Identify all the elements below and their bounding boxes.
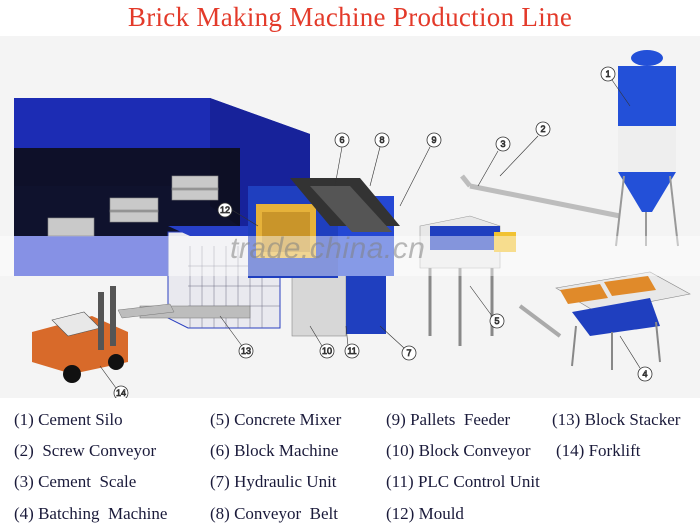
watermark-band bbox=[0, 236, 700, 276]
legend-item-4: (4) Batching Machine bbox=[14, 504, 168, 523]
legend-item-9: (9) Pallets Feeder bbox=[386, 410, 511, 429]
callout-6: 6 bbox=[339, 135, 344, 145]
concrete-mixer bbox=[419, 215, 516, 346]
production-line-illustration: 1 2 3 4 5 6 7 8 9 10 11 12 13 14 bbox=[0, 36, 700, 398]
callout-1: 1 bbox=[605, 69, 610, 79]
legend-item-10: (10) Block Conveyor bbox=[386, 441, 531, 460]
legend-item-1: (1) Cement Silo bbox=[14, 410, 123, 429]
legend-item-11: (11) PLC Control Unit bbox=[386, 472, 540, 491]
legend-item-12: (12) Mould bbox=[386, 504, 464, 523]
legend-item-14: (14) Forklift bbox=[556, 441, 641, 460]
callout-10: 10 bbox=[322, 346, 332, 356]
callout-14: 14 bbox=[116, 388, 126, 398]
diagram-title: Brick Making Machine Production Line bbox=[127, 2, 573, 32]
batching-machine bbox=[518, 271, 691, 370]
callout-12: 12 bbox=[220, 205, 230, 215]
legend: (1) Cement Silo (5) Concrete Mixer (9) P… bbox=[0, 400, 700, 529]
callout-9: 9 bbox=[431, 135, 436, 145]
forklift bbox=[32, 286, 175, 383]
legend-item-3: (3) Cement Scale bbox=[14, 472, 137, 491]
callout-7: 7 bbox=[406, 348, 411, 358]
legend-item-2: (2) Screw Conveyor bbox=[14, 441, 157, 460]
callout-3: 3 bbox=[500, 139, 505, 149]
watermark-text: trade.china.cn bbox=[230, 232, 426, 265]
callout-4: 4 bbox=[642, 369, 647, 379]
legend-item-6: (6) Block Machine bbox=[210, 441, 339, 460]
cement-silo bbox=[615, 50, 679, 247]
callout-11: 11 bbox=[347, 346, 356, 356]
legend-item-7: (7) Hydraulic Unit bbox=[210, 472, 337, 491]
legend-item-5: (5) Concrete Mixer bbox=[210, 410, 342, 429]
legend-item-13: (13) Block Stacker bbox=[552, 410, 681, 429]
legend-item-8: (8) Conveyor Belt bbox=[210, 504, 338, 523]
callout-5: 5 bbox=[494, 316, 499, 326]
callout-2: 2 bbox=[540, 124, 545, 134]
callout-13: 13 bbox=[241, 346, 251, 356]
block-machine bbox=[248, 178, 400, 278]
screw-conveyor bbox=[460, 174, 621, 219]
callout-8: 8 bbox=[379, 135, 384, 145]
